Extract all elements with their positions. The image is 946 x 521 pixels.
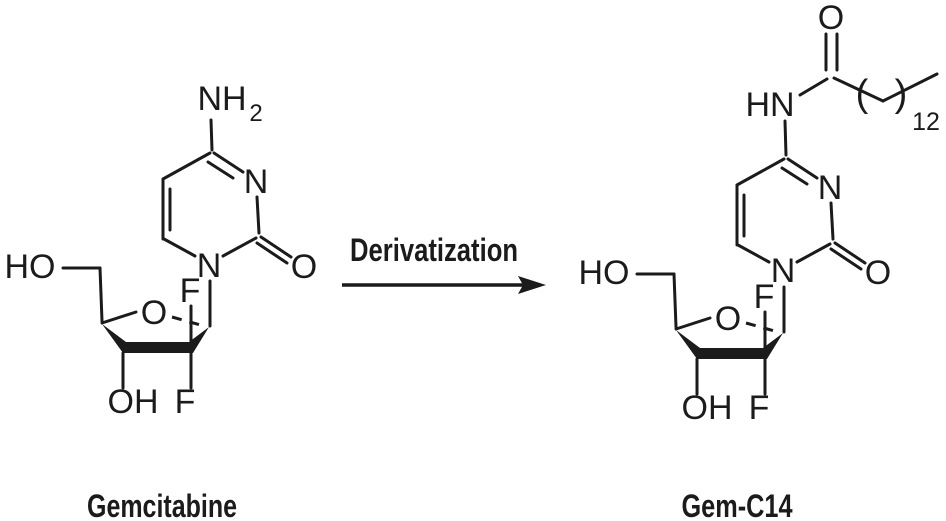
arrow-head xyxy=(518,276,546,294)
bond xyxy=(672,272,678,329)
atom-label-carbonyl-o: O xyxy=(865,254,891,292)
bond-double xyxy=(833,241,867,265)
atom-label-f-bottom: F xyxy=(175,383,196,421)
reaction-arrow: Derivatization xyxy=(342,232,546,294)
bond xyxy=(736,243,771,264)
atom-label-n1: N xyxy=(197,247,222,285)
chain-paren-close: ) xyxy=(895,73,908,115)
bond xyxy=(881,72,939,103)
gemcitabine-pyrimidine-ring xyxy=(161,118,293,265)
atom-label-n3: N xyxy=(818,169,843,207)
bond xyxy=(798,77,829,97)
bond-bold-wedge xyxy=(102,324,209,353)
bond xyxy=(832,76,885,103)
atom-label-ho: HO xyxy=(5,248,56,286)
chain-paren-open: ( xyxy=(856,73,869,115)
bond xyxy=(735,157,786,187)
bond-double-inner xyxy=(255,241,289,265)
atom-label-amine: NH xyxy=(197,80,246,118)
bond-double-inner xyxy=(829,247,863,271)
gemcitabine-sugar-ring xyxy=(61,266,212,390)
bond xyxy=(783,119,788,157)
bond-hashed-stereo xyxy=(745,321,779,334)
atom-label-f-bottom: F xyxy=(749,389,770,427)
gem-c14-sugar-ring xyxy=(635,272,786,396)
bond-double xyxy=(212,151,245,174)
bond xyxy=(674,316,712,331)
bond-double-inner xyxy=(780,166,809,186)
atom-label-n3: N xyxy=(244,163,269,201)
gemcitabine-structure: NH 2 N N O HO O F OH F Gemcitabine xyxy=(5,80,318,521)
atom-label-ho: HO xyxy=(579,254,630,292)
bond xyxy=(255,195,261,235)
atom-label-carbonyl-o: O xyxy=(291,248,317,286)
bond xyxy=(209,118,214,152)
bond xyxy=(795,242,832,264)
bond-double xyxy=(786,157,819,180)
atom-label-amide-o: O xyxy=(818,0,844,37)
bond-bold-wedge xyxy=(676,330,783,359)
chain-repeat-subscript: 12 xyxy=(912,108,940,136)
gem-c14-acyl-chain xyxy=(783,32,939,157)
gem-c14-structure: O HN ( ) 12 N N O HO O F OH F Gem-C14 xyxy=(579,0,940,521)
atom-label-oh: OH xyxy=(682,389,733,427)
atom-label-f-top: F xyxy=(180,272,201,310)
bond-double xyxy=(259,235,293,259)
atom-label-f-top: F xyxy=(754,278,775,316)
bond xyxy=(161,151,212,181)
bond xyxy=(162,237,197,258)
atom-label-amine-subscript: 2 xyxy=(249,100,262,127)
bond-hashed-stereo xyxy=(171,315,205,328)
bond-double-inner xyxy=(206,160,235,180)
bond xyxy=(98,266,104,323)
product-caption: Gem-C14 xyxy=(682,488,793,521)
bond xyxy=(100,310,138,325)
reactant-caption: Gemcitabine xyxy=(87,488,237,521)
atom-label-ring-o: O xyxy=(141,294,167,332)
bond xyxy=(221,236,258,258)
arrow-label: Derivatization xyxy=(350,232,518,268)
gem-c14-pyrimidine-ring xyxy=(735,157,867,271)
atom-label-oh: OH xyxy=(108,383,159,421)
atom-label-n1: N xyxy=(771,252,796,290)
atom-label-ring-o: O xyxy=(715,300,741,338)
bond xyxy=(829,201,835,241)
atom-label-amide-hn: HN xyxy=(745,86,794,124)
